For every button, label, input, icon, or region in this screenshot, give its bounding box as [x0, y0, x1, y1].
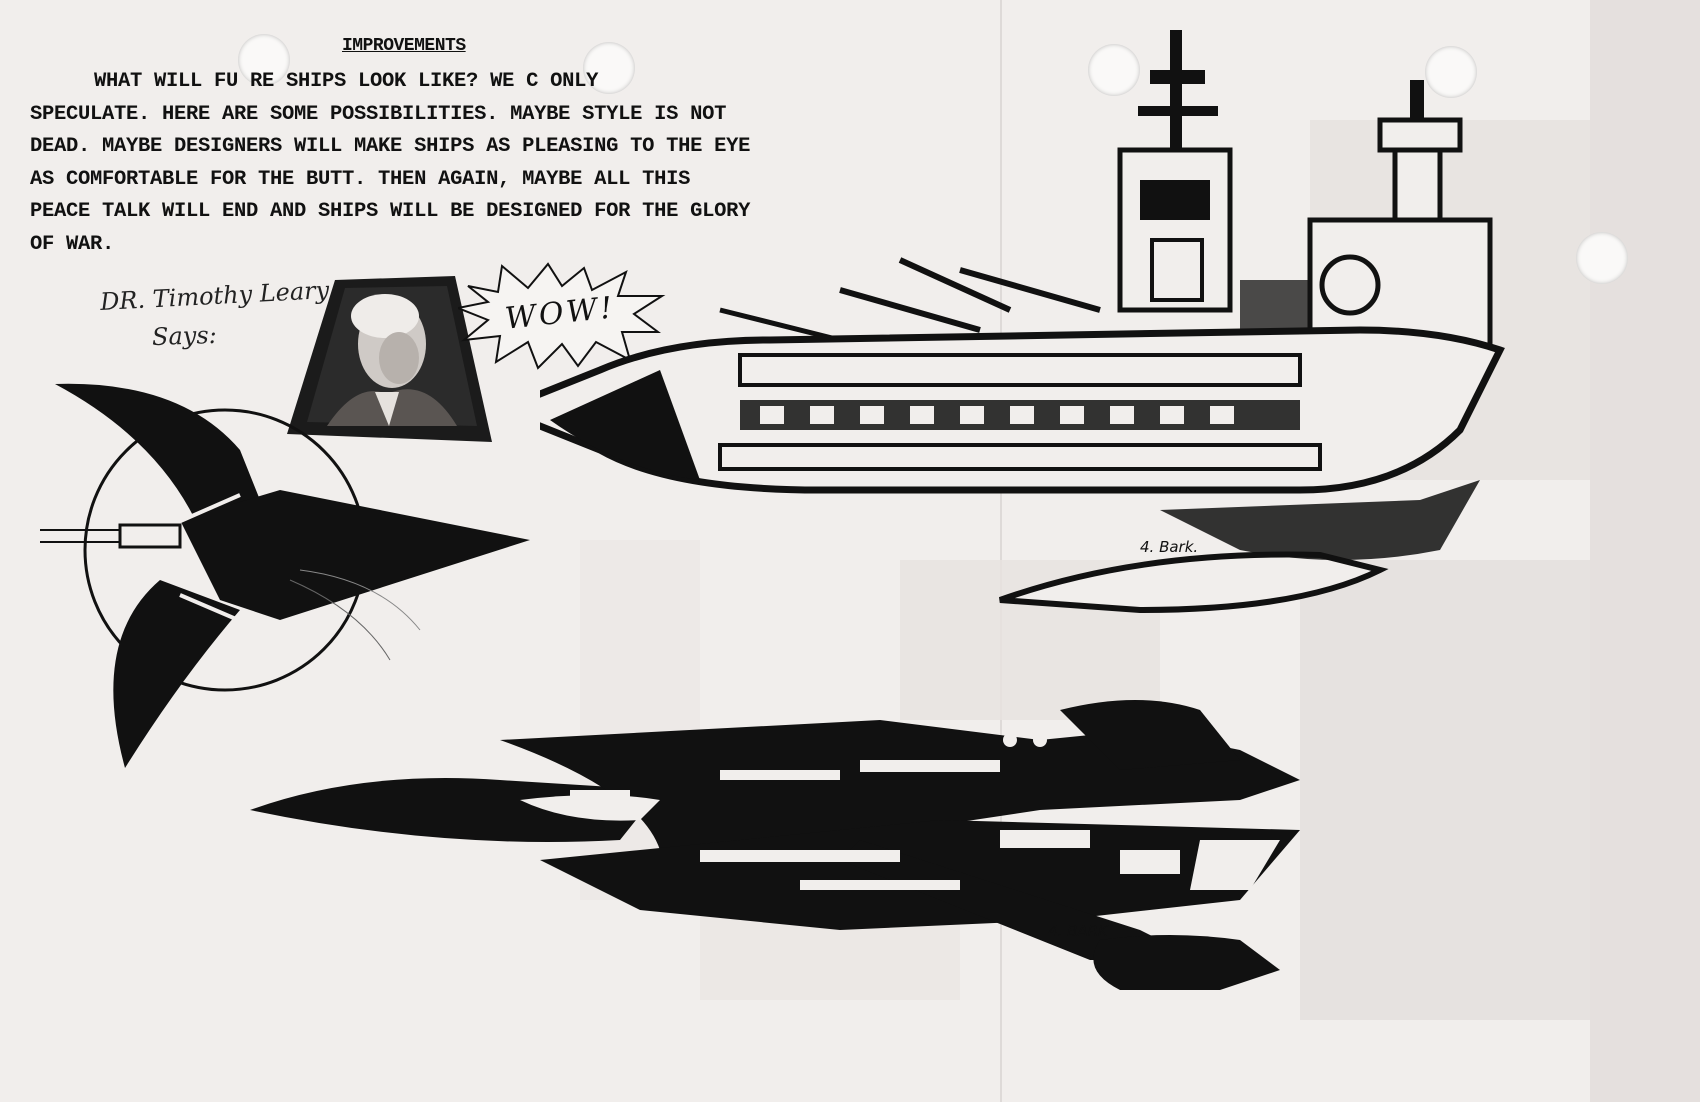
artist-signature-top: 4. Bark.: [1140, 538, 1199, 556]
starburst-shape: [458, 262, 666, 370]
article-body: WHAT WILL FU RE SHIPS LOOK LIKE? WE C ON…: [30, 66, 830, 262]
rocket-ship-drawing: [40, 383, 530, 768]
punch-hole: [1088, 44, 1140, 96]
battleship-drawing: [540, 30, 1505, 614]
article-line: AS COMFORTABLE FOR THE BUTT. THEN AGAIN,…: [30, 167, 691, 191]
article-line: PEACE TALK WILL END AND SHIPS WILL BE DE…: [30, 200, 751, 224]
warship-drawing: [250, 700, 1300, 990]
article-line: SPECULATE. HERE ARE SOME POSSIBILITIES. …: [30, 102, 727, 126]
punch-hole: [238, 34, 290, 86]
punch-hole: [583, 42, 635, 94]
punch-hole: [1425, 46, 1477, 98]
article-line: WHAT WILL FU RE SHIPS LOOK LIKE? WE C ON…: [94, 70, 599, 93]
artist-signature-bottom: 4. BARK: [1048, 922, 1108, 940]
article-line: OF WAR.: [30, 232, 115, 256]
article-heading: IMPROVEMENTS: [342, 36, 466, 56]
portrait-photo: [287, 276, 492, 442]
punch-hole: [1576, 232, 1628, 284]
caption-says: Says:: [151, 320, 218, 352]
article-line: DEAD. MAYBE DESIGNERS WILL MAKE SHIPS AS…: [30, 135, 751, 159]
